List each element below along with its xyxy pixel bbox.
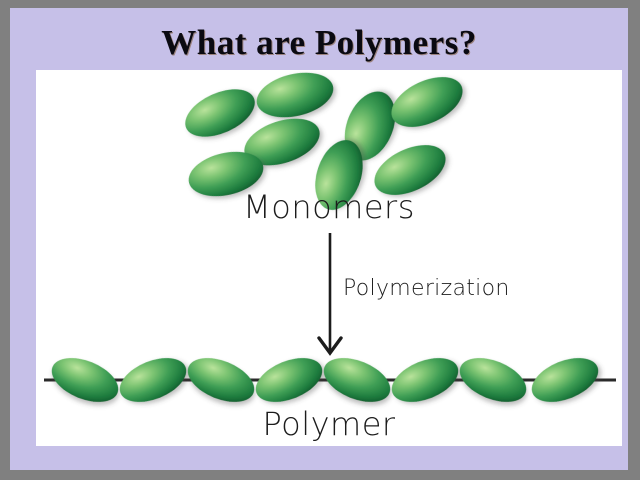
arrow-head [317, 336, 343, 356]
unit-4 [255, 358, 323, 402]
unit-1 [51, 358, 119, 402]
unit-5 [323, 358, 391, 402]
unit-8 [531, 358, 599, 402]
monomer-6 [391, 77, 463, 127]
monomer-5 [344, 91, 396, 161]
polymer-chain [51, 358, 599, 402]
unit-2 [119, 358, 187, 402]
monomer-7 [315, 140, 363, 210]
monomer-3 [244, 118, 320, 166]
unit-6 [391, 358, 459, 402]
polymer-diagram-svg [44, 72, 616, 402]
unit-3 [187, 358, 255, 402]
polymer-label: Polymer [262, 405, 396, 443]
polymerization-arrow [317, 233, 343, 356]
monomers-label: Monomers [243, 188, 415, 226]
monomer-2 [256, 72, 334, 118]
monomer-cluster [185, 72, 463, 210]
monomer-1 [185, 89, 255, 137]
page-title: What are Polymers? [161, 23, 477, 62]
slide-mat: What are Polymers? [10, 8, 628, 470]
unit-7 [459, 358, 527, 402]
monomer-8 [374, 145, 446, 195]
diagram-canvas: Monomers Polymerization Polymer [36, 70, 622, 446]
polymerization-label: Polymerization [343, 276, 510, 301]
monomer-4 [188, 151, 264, 197]
